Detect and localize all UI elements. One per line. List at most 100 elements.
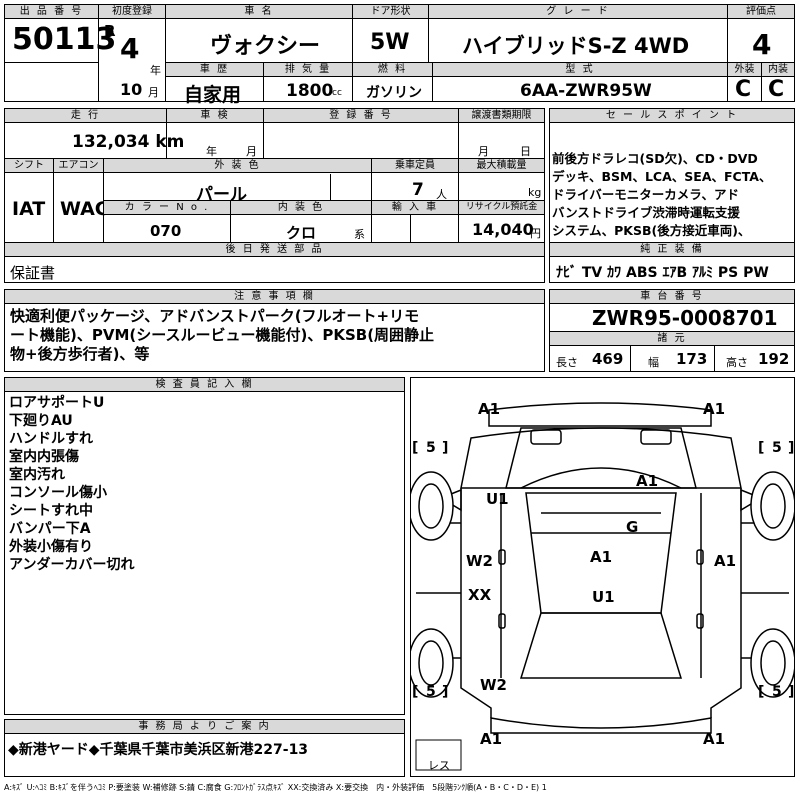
damage-mark: U1 [592,588,615,606]
capacity: 7 [412,180,424,200]
divider [230,200,231,242]
damage-mark: W2 [480,676,507,694]
recycle-label: リサイクル預託金 [458,200,545,215]
divider [165,4,166,102]
tire-tread: 5 [772,440,782,456]
transfer-day-unit: 日 [520,145,531,158]
mileage: 132,034 km [72,132,185,152]
damage-mark: A1 [703,730,726,748]
height-label: 高さ [726,356,748,369]
length-label: 長さ [556,356,578,369]
dimensions-label: 諸 元 [549,331,795,346]
divider [330,174,331,200]
capacity-unit: 人 [436,188,447,201]
damage-mark: XX [468,586,492,604]
month-unit: 月 [148,86,159,99]
list-item: アンダーカバー切れ [9,557,135,573]
divider [428,4,429,62]
divider [410,215,411,242]
divider [714,346,715,372]
damage-mark: W2 [466,552,493,570]
notes-label: 注 意 事 項 欄 [4,289,545,304]
list-item: ハンドルすれ [9,431,93,447]
divider [727,4,728,102]
divider [166,108,167,158]
car-name: ヴォクシー [210,34,321,59]
divider [352,4,353,62]
damage-mark: A1 [480,730,503,748]
fuel: ガソリン [366,85,422,101]
equipment-items: ﾅﾋﾞ TV ｶﾜ ABS ｴｱB ｱﾙﾐ PS PW [556,265,769,281]
score-label: 評価点 [727,4,795,19]
interior-score: C [768,77,785,102]
damage-mark: A1 [636,472,659,490]
width: 173 [676,350,708,368]
chassis-label: 車 台 番 号 [549,289,795,304]
spare-tire-label: レス [428,759,450,772]
divider [432,62,433,102]
color-number: 070 [150,222,182,240]
sales-points-text: 前後方ドラレコ(SD欠)、CD・DVD デッキ、BSM、LCA、SEA、FCTA… [552,151,772,238]
inspector-list: ロアサポートU 下廻りAU ハンドルすれ 室内内張傷 室内汚れ コンソール傷小 … [9,394,134,574]
sales-points-label: セ ー ル ス ポ イ ン ト [549,108,795,123]
tire-bracket-right: ] [788,684,795,700]
capacity-label: 乗車定員 [371,158,459,173]
color-label: 外 装 色 [103,158,372,173]
transfer-deadline-label: 譲渡書類期限 [458,108,545,123]
damage-mark: A1 [714,552,737,570]
list-item: コンソール傷小 [9,485,107,501]
color-number-label: カ ラ ー N o . [103,200,231,215]
shift-label: シフト [4,158,54,173]
car-name-label: 車 名 [165,4,353,19]
damage-mark: G [626,518,639,536]
tire-bracket-left: [ [412,684,419,700]
tire-bracket-right: ] [442,440,449,456]
door-type: 5W [370,30,410,55]
fuel-label: 燃 料 [352,62,433,77]
tire-bracket-right: ] [788,440,795,456]
tire-bracket-right: ] [442,684,449,700]
office-label: 事 務 局 よ り ご 案 内 [4,719,405,734]
damage-mark: A1 [703,400,726,418]
divider [98,4,99,102]
damage-mark: U1 [486,490,509,508]
damage-mark: A1 [478,400,501,418]
exterior-score: C [735,77,752,102]
transfer-month-unit: 月 [478,145,489,158]
grade: ハイブリッドS-Z 4WD [462,34,690,58]
divider [630,346,631,372]
later-parts: 保証書 [10,264,56,282]
tire-bracket-left: [ [758,440,765,456]
divider [458,108,459,158]
history-label: 車 歴 [165,62,264,77]
lot-number: 50113 [12,22,117,57]
recycle-unit: 円 [530,227,541,240]
registration-year: 4 [120,32,140,65]
divider [761,62,762,102]
list-item: 室内汚れ [9,467,65,483]
interior-label: 内装 [761,62,795,77]
interior-color-unit: 系 [354,228,365,241]
tire-tread: 5 [426,440,436,456]
registration-era: R [104,22,116,40]
displacement-label: 排 気 量 [263,62,353,77]
tire-tread: 5 [426,684,436,700]
list-item: ロアサポートU [9,395,105,411]
list-item: 下廻りAU [9,413,73,429]
list-item: バンパー下A [9,521,91,537]
model: 6AA-ZWR95W [520,81,652,101]
year-unit: 年 [150,64,161,77]
score: 4 [752,28,772,61]
interior-color-label: 内 装 色 [230,200,372,215]
door-label: ドア形状 [352,4,429,19]
equipment-label: 純 正 装 備 [549,242,795,257]
office-text: ◆新港ヤード◆千葉県千葉市美浜区新港227-13 [8,742,309,758]
tire-tread: 5 [772,684,782,700]
top-section [4,4,795,102]
exterior-label: 外装 [727,62,762,77]
tire-bracket-left: [ [758,684,765,700]
legend: A:ｷｽﾞ U:ﾍｺﾐ B:ｷｽﾞを伴うﾍｺﾐ P:要塗装 W:補修跡 S:錆 … [4,783,547,792]
load-unit: kg [528,186,542,199]
damage-mark: A1 [590,548,613,566]
divider [263,108,264,158]
